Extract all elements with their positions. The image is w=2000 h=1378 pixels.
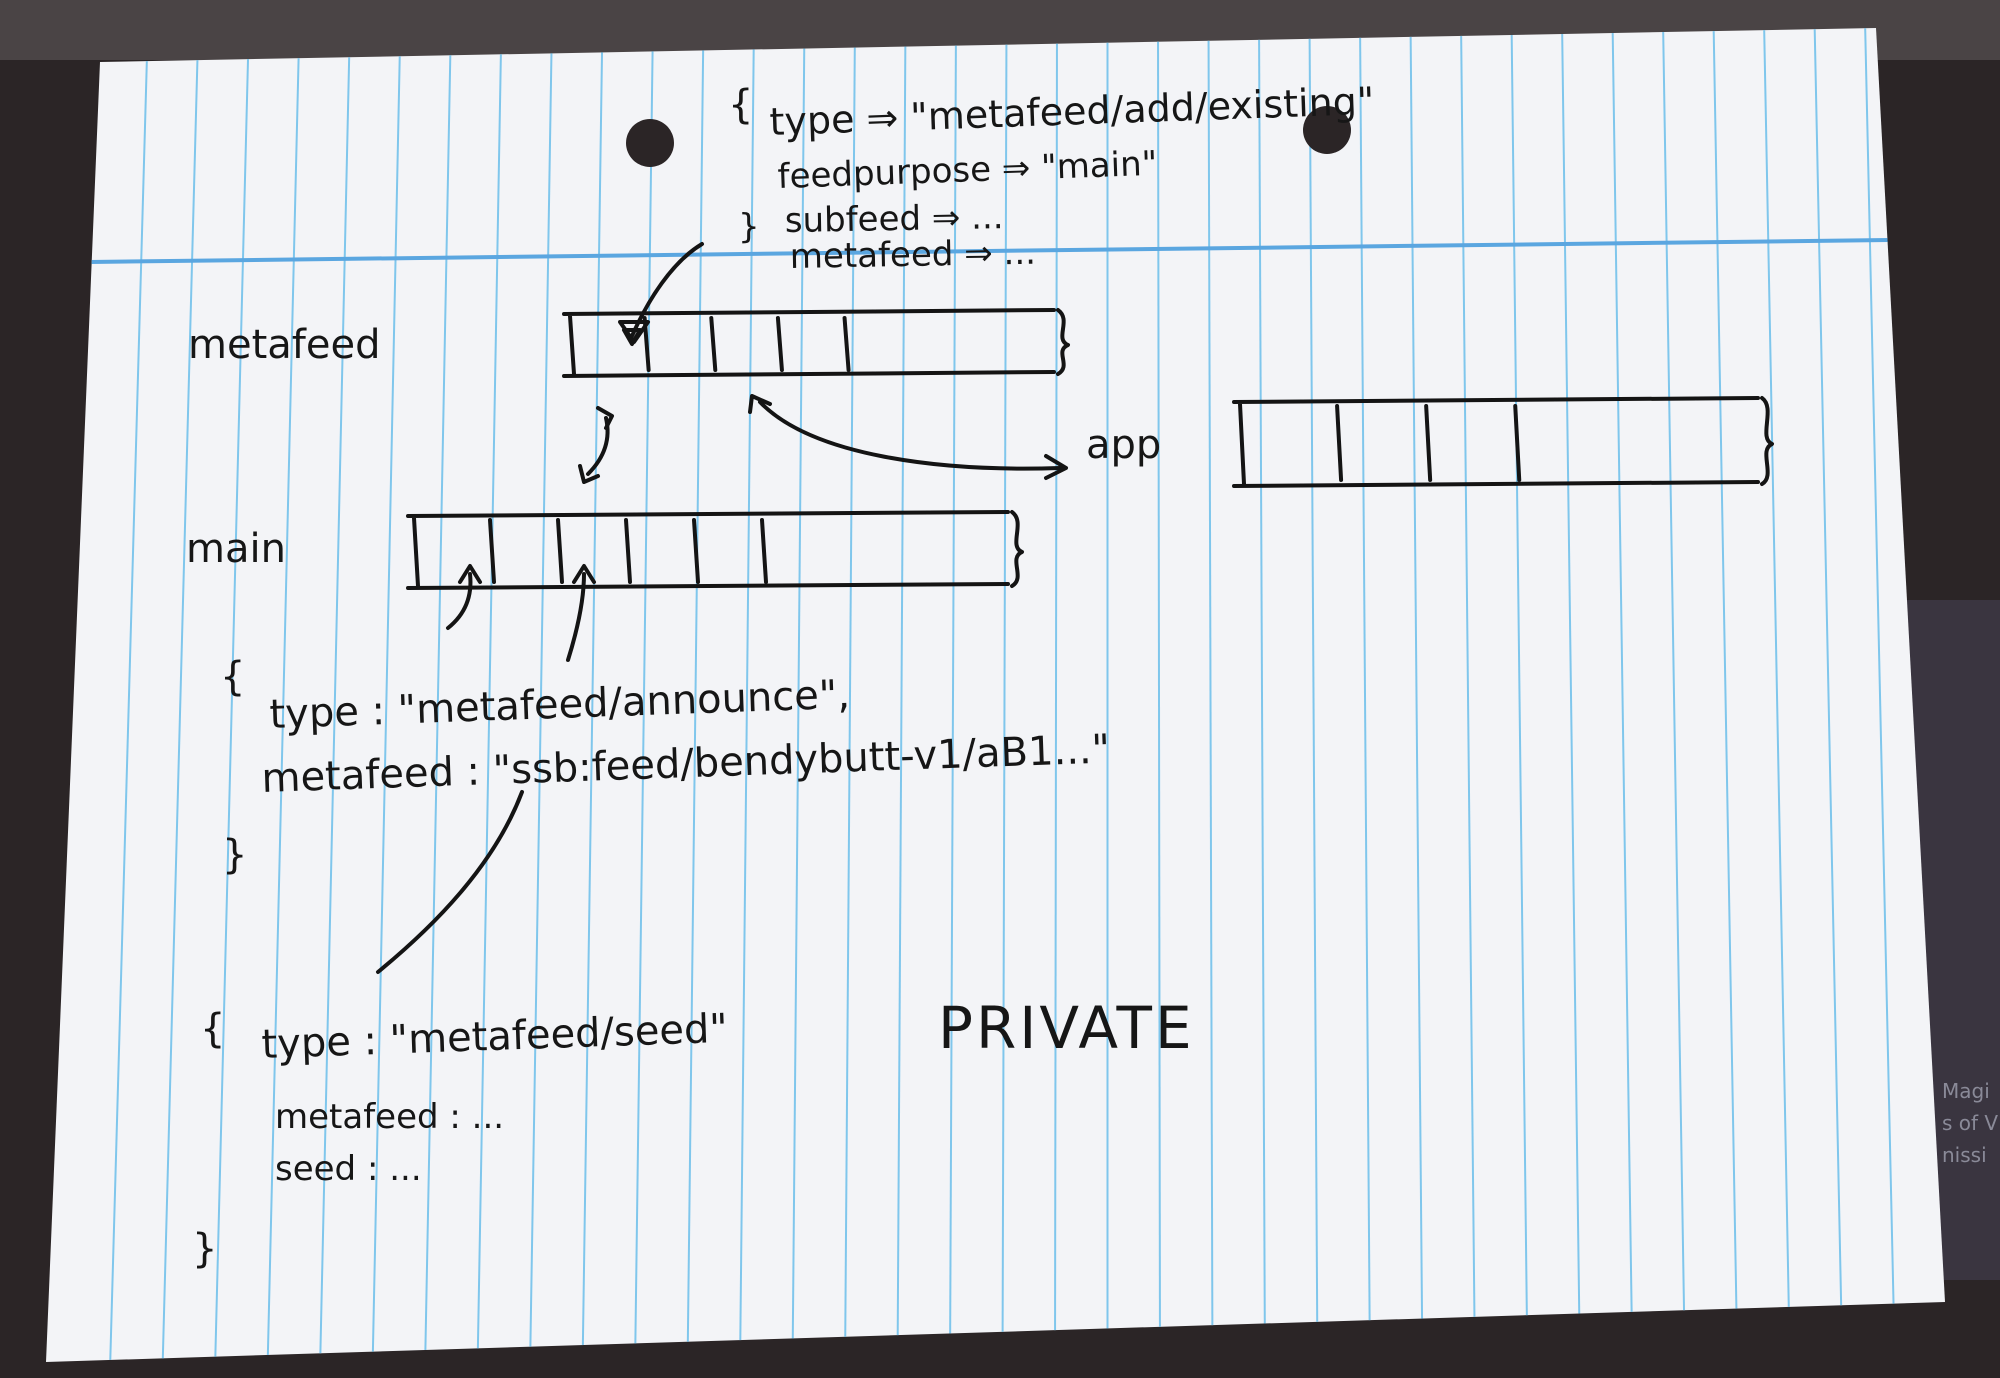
announce-object-close-brace: } [222, 832, 247, 878]
rule-line [214, 28, 250, 1362]
top-object-open-brace: { [728, 82, 753, 128]
rule-line [266, 28, 301, 1362]
app-log-entry-divider [1513, 404, 1522, 482]
main-log-entry-divider [556, 518, 564, 584]
feed-log-main [406, 510, 1024, 590]
paper-rules [89, 28, 1896, 1362]
rule-line [896, 28, 907, 1362]
metafeed-log-entry-divider [842, 316, 851, 372]
arrow-metafeed-main-bidirectional [578, 406, 614, 484]
seed-object-close-brace: } [192, 1226, 217, 1272]
metafeed-log-entry-divider [775, 316, 784, 372]
rule-line [1763, 28, 1791, 1362]
rule-line [791, 28, 806, 1362]
main-log-entry-divider [760, 518, 768, 584]
app-log-entry-divider [1424, 404, 1433, 482]
background-text-1: Magi [1942, 1079, 1990, 1103]
rule-line [581, 28, 604, 1362]
main-log-outline [406, 510, 1010, 590]
main-log-entry-divider [692, 518, 700, 584]
rule-line [424, 28, 452, 1362]
rule-line [476, 28, 503, 1362]
rule-line [109, 28, 149, 1362]
rule-line [1864, 28, 1896, 1362]
top-object-line-3: subfeed ⇒ ... [784, 197, 1003, 241]
app-log-continuation-brace [1760, 396, 1774, 486]
rule-line [739, 28, 755, 1362]
rule-line [1813, 28, 1844, 1362]
rule-line [844, 28, 856, 1362]
metafeed-log-outline [562, 308, 1056, 378]
punch-hole-right [1303, 106, 1351, 154]
rule-line [1157, 28, 1161, 1362]
private-label: PRIVATE [938, 994, 1195, 1062]
rule-line [1258, 28, 1266, 1362]
rule-line [371, 28, 402, 1362]
seed-object-line-3: seed : ... [275, 1149, 422, 1189]
app-log-outline [1232, 396, 1760, 488]
rule-line [1207, 28, 1214, 1362]
rule-line [1308, 28, 1319, 1362]
metafeed-log-continuation-brace [1056, 308, 1070, 376]
arrow-metafeed-app-bidirectional [748, 394, 1068, 480]
top-object-close-brace: } [738, 207, 760, 247]
rule-line [1712, 28, 1739, 1362]
rule-line [161, 28, 200, 1362]
app-log-entry-divider [1335, 404, 1344, 482]
arrow-announce-to-seed [376, 790, 524, 974]
arrow-top-object-to-metafeed [618, 242, 704, 344]
feed-label-metafeed: metafeed [188, 322, 380, 368]
main-log-entry-divider [488, 518, 496, 584]
main-log-entry-divider [624, 518, 632, 584]
rule-line [634, 28, 654, 1362]
rule-line [529, 28, 553, 1362]
rule-line [319, 28, 351, 1362]
feed-log-app [1232, 396, 1774, 488]
arrows-main-entries [446, 564, 596, 662]
notebook-paper [46, 28, 1945, 1362]
top-object-line-4: metafeed ⇒ ... [789, 233, 1036, 277]
feed-label-main: main [186, 526, 286, 572]
metafeed-log-entry-divider [709, 316, 718, 372]
feed-label-app: app [1086, 422, 1161, 468]
seed-object-open-brace: { [200, 1006, 225, 1052]
main-log-continuation-brace [1010, 510, 1024, 588]
rule-line [949, 28, 957, 1362]
background-text-3: nissi [1942, 1143, 1987, 1167]
seed-object-line-2: metafeed : ... [275, 1097, 504, 1137]
rule-line [1054, 28, 1058, 1362]
punch-hole-left [626, 119, 674, 167]
seed-object: { type : "metafeed/seed" metafeed : ... … [192, 1006, 729, 1272]
background-text-2: s of V [1942, 1111, 1998, 1135]
margin-line [89, 238, 1891, 264]
rule-line [1662, 28, 1686, 1362]
rule-line [1001, 28, 1008, 1362]
announce-object-open-brace: { [220, 654, 245, 700]
